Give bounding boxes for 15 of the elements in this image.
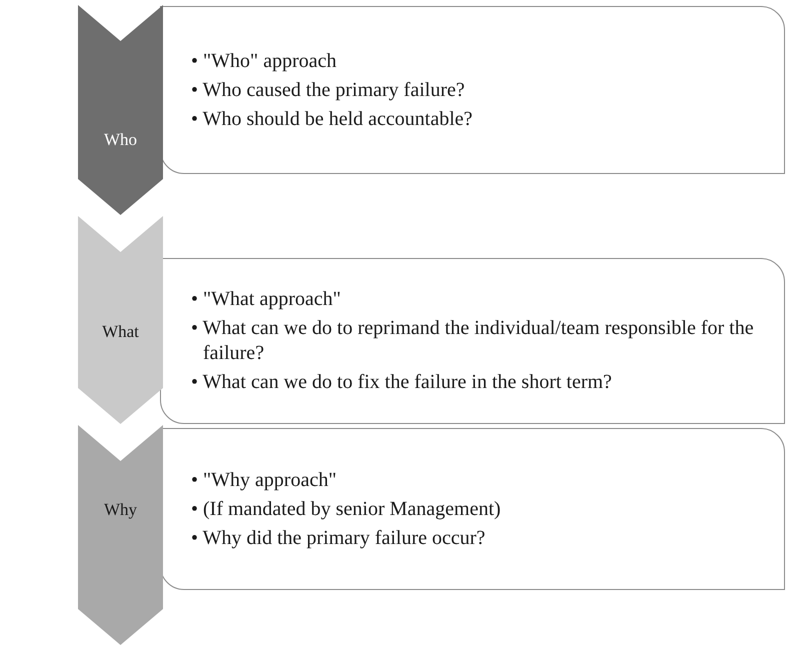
bullet-item: • "Who" approach [191, 48, 338, 74]
text-panel [160, 6, 785, 174]
text-panel [160, 258, 785, 424]
bullet-item: • (If mandated by senior Management) [191, 496, 501, 522]
bullet-item: • "Why approach" [191, 468, 338, 492]
bullet-item: • Why did the primary failure occur? [191, 526, 486, 550]
chevron-shape: Why [78, 425, 163, 645]
bullet-item: • "What approach" [191, 287, 342, 312]
bullet-item: • What can we do to reprimand the individual/team responsible for the failure? [191, 316, 755, 366]
bullet-item: • What can we do to fix the failure in the short term? [191, 370, 613, 395]
bullet-item: • Who caused the primary failure? [191, 78, 466, 102]
text-panel [160, 428, 785, 590]
chevron-shape: What [78, 216, 163, 424]
chevron-shape: Who [78, 5, 163, 215]
bullet-item: • Who should be held accountable? [191, 106, 473, 132]
